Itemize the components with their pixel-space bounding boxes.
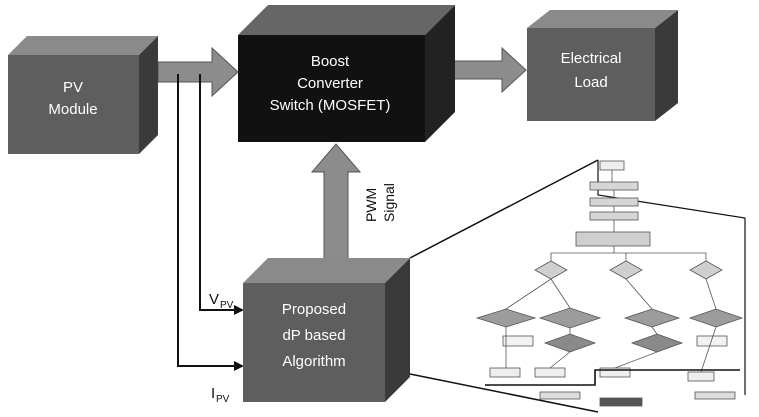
electrical-load-label-line2: Load	[574, 74, 607, 91]
algorithm-flowchart-thumbnail	[475, 160, 746, 407]
algorithm-label-line3: Algorithm	[282, 353, 345, 370]
ipv-label-sub: PV	[216, 394, 230, 405]
pwm-label-line2: Signal	[381, 183, 397, 222]
pv-module-block: PV Module	[8, 36, 158, 154]
vpv-label-sub: PV	[220, 300, 234, 311]
boost-converter-label-line3: Switch (MOSFET)	[270, 97, 391, 114]
algorithm-block: Proposed dP based Algorithm	[243, 258, 410, 402]
current-feedback-wire	[177, 74, 244, 371]
power-flow-arrow-converter-to-load	[452, 46, 527, 94]
boost-converter-block: Boost Converter Switch (MOSFET)	[238, 5, 455, 142]
pwm-signal-arrow	[310, 143, 362, 263]
electrical-load-label-line1: Electrical	[561, 50, 622, 67]
pwm-signal-label: PWM Signal	[363, 183, 397, 222]
pwm-label-line1: PWM	[363, 188, 379, 222]
pv-module-label-line2: Module	[48, 101, 97, 118]
voltage-feedback-wire	[199, 74, 244, 315]
vpv-label: V PV	[209, 291, 234, 311]
power-flow-arrow-pv-to-converter	[157, 46, 239, 98]
vpv-label-main: V	[209, 291, 219, 308]
ipv-label: I PV	[211, 385, 230, 405]
zoom-connector-lines	[409, 159, 599, 413]
pv-module-label-line1: PV	[63, 79, 83, 96]
boost-converter-label-line1: Boost	[311, 53, 350, 70]
ipv-label-main: I	[211, 385, 215, 402]
algorithm-label-line2: dP based	[282, 327, 345, 344]
algorithm-label-line1: Proposed	[282, 301, 346, 318]
electrical-load-block: Electrical Load	[527, 10, 678, 121]
boost-converter-label-line2: Converter	[297, 75, 363, 92]
